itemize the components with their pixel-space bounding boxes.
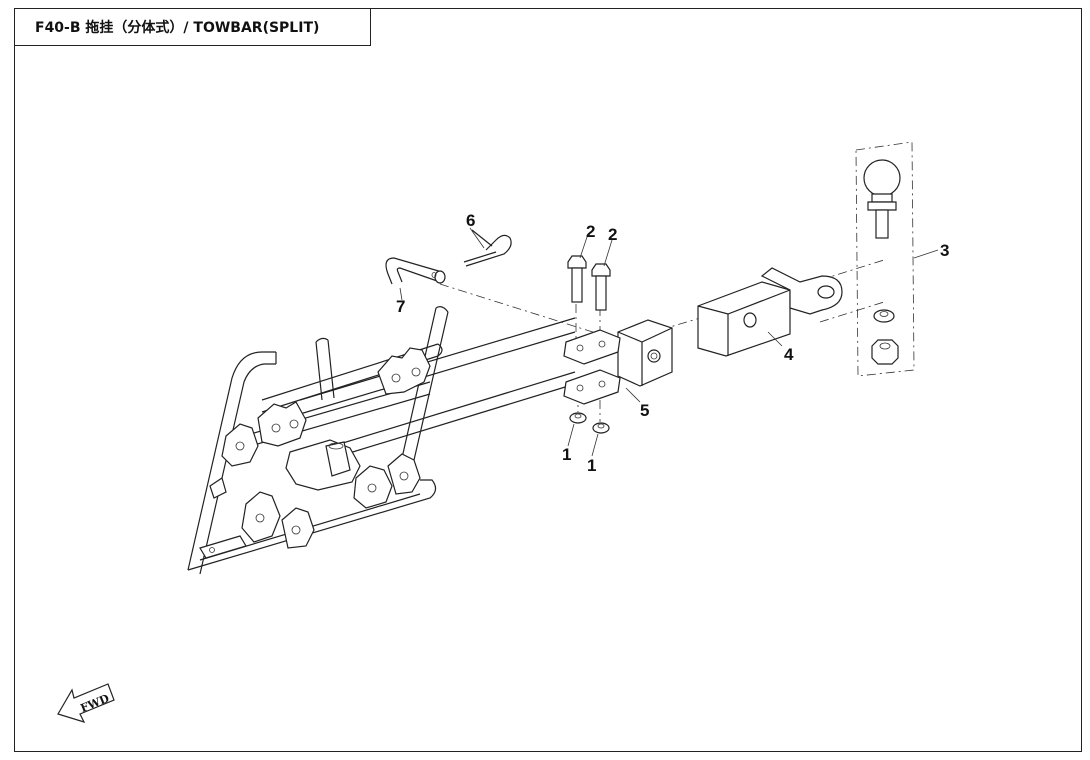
callout-3: 3 <box>940 241 949 260</box>
callout-1a: 1 <box>562 445 571 464</box>
part-6-hitch-clip <box>463 229 512 267</box>
callout-6: 6 <box>466 211 475 230</box>
callout-2b: 2 <box>608 225 617 244</box>
page-title: F40-B 拖挂（分体式）/ TOWBAR(SPLIT) <box>14 8 371 46</box>
callout-1b: 1 <box>587 456 596 475</box>
part-7-hitch-pin <box>385 257 446 285</box>
callout-2a: 2 <box>586 222 595 241</box>
page-title-text: F40-B 拖挂（分体式）/ TOWBAR(SPLIT) <box>35 20 320 36</box>
callout-4: 4 <box>784 345 794 364</box>
leader-lines <box>399 227 939 457</box>
callout-7: 7 <box>396 297 405 316</box>
part-1-nuts <box>569 412 610 434</box>
fwd-arrow-icon: FWD <box>57 683 115 723</box>
part-4-ball-mount <box>697 267 843 357</box>
callout-5: 5 <box>640 401 649 420</box>
vehicle-frame <box>187 306 576 575</box>
part-2-bolts <box>567 255 611 311</box>
part-3-hitch-ball-kit <box>855 141 915 377</box>
drawing-frame <box>14 8 1082 752</box>
callouts: 6 2 2 3 7 4 5 1 1 <box>396 211 949 475</box>
part-5-receiver-bracket <box>563 319 673 405</box>
